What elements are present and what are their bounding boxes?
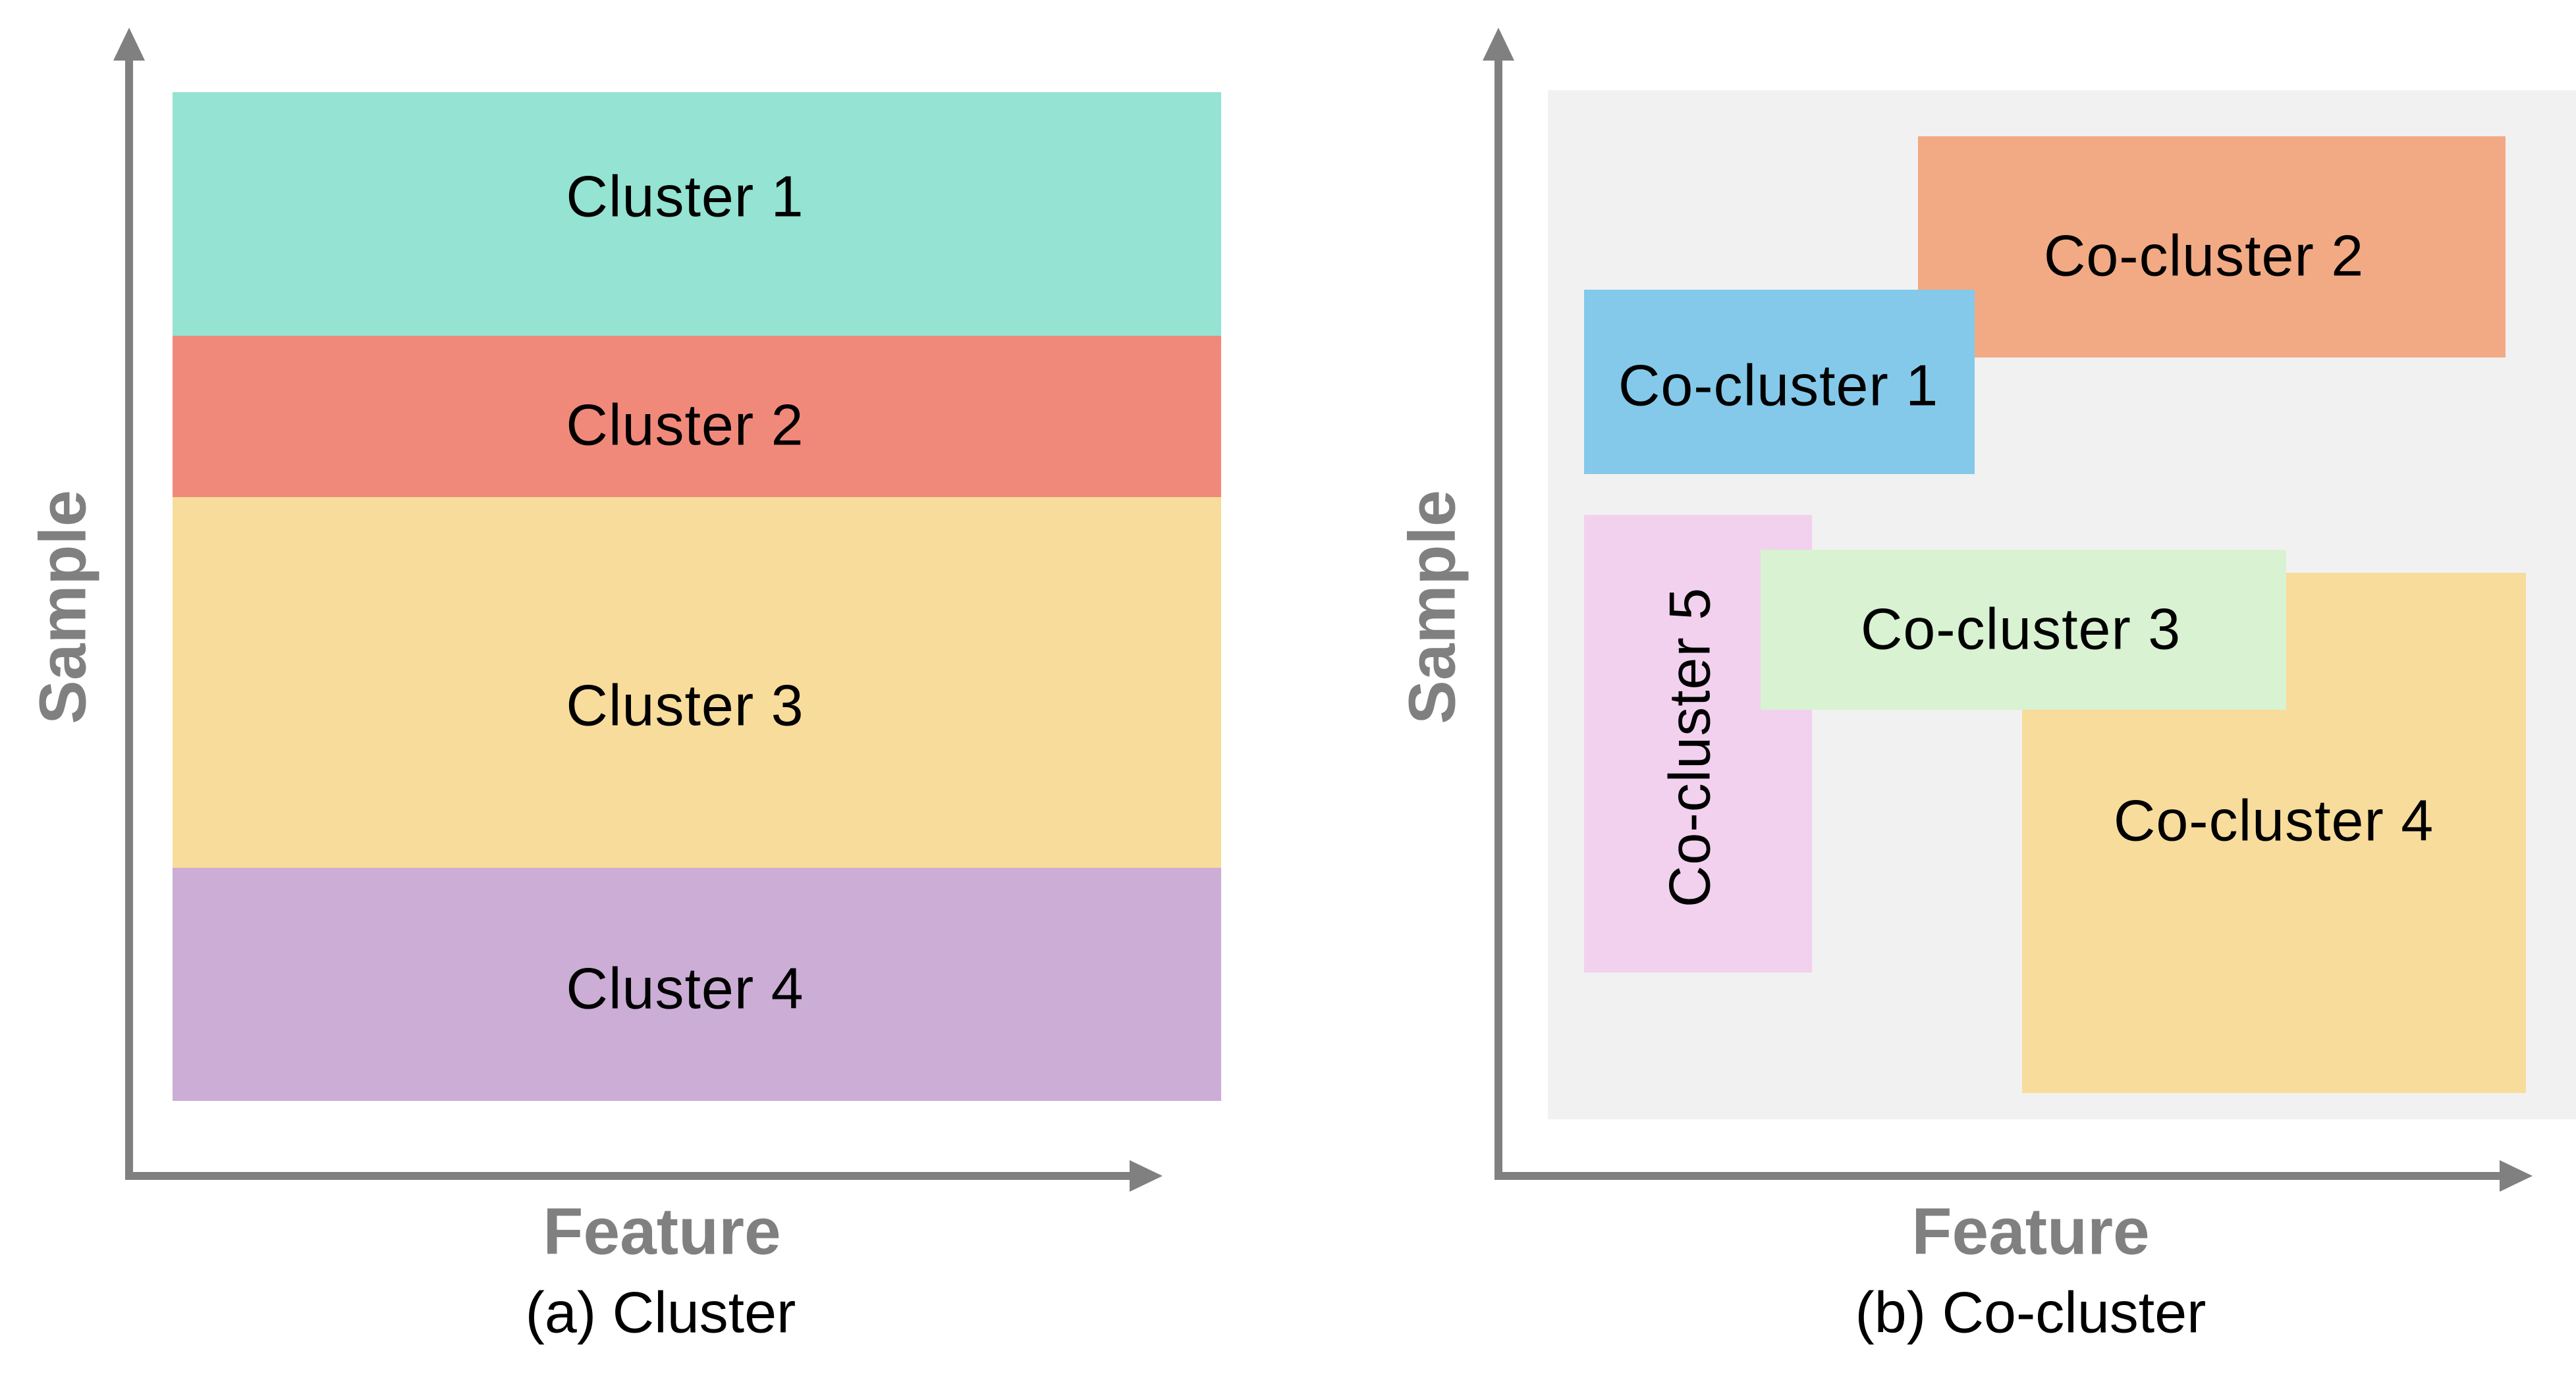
co-cluster-5-label: Co-cluster 5 — [1657, 587, 1722, 907]
panel-a: Cluster 1 Cluster 2 Cluster 3 Cluster 4 … — [26, 28, 1221, 1344]
panel-b-caption: (b) Co-cluster — [1855, 1279, 2206, 1344]
cluster-2-label: Cluster 2 — [566, 392, 804, 457]
co-cluster-3-label: Co-cluster 3 — [1861, 596, 2181, 661]
x-axis-arrowhead — [2500, 1160, 2533, 1192]
cluster-1-band — [173, 92, 1221, 336]
y-axis-label: Sample — [1395, 490, 1469, 724]
co-cluster-3-block — [1761, 550, 2286, 710]
cluster-3-label: Cluster 3 — [566, 672, 804, 737]
cluster-4-label: Cluster 4 — [566, 955, 804, 1021]
y-axis-arrowhead — [1483, 28, 1514, 61]
cluster-4-band — [173, 868, 1221, 1101]
co-cluster-2-block — [1918, 136, 2506, 358]
cluster-1-label: Cluster 1 — [566, 163, 804, 228]
panel-a-caption: (a) Cluster — [526, 1279, 796, 1344]
cluster-3-band — [173, 497, 1221, 868]
co-cluster-2-label: Co-cluster 2 — [2044, 223, 2364, 288]
x-axis-arrowhead — [1130, 1160, 1163, 1192]
cluster-2-band — [173, 336, 1221, 497]
x-axis-label: Feature — [1911, 1194, 2149, 1268]
panel-b: Co-cluster 2 Co-cluster 1 Co-cluster 3 C… — [1395, 28, 2576, 1344]
co-cluster-1-label: Co-cluster 1 — [1618, 352, 1938, 417]
co-cluster-1-block — [1584, 290, 1975, 474]
y-axis-arrowhead — [113, 28, 145, 61]
co-cluster-4-label: Co-cluster 4 — [2114, 787, 2434, 853]
y-axis-label: Sample — [26, 490, 99, 724]
x-axis-label: Feature — [543, 1194, 781, 1268]
